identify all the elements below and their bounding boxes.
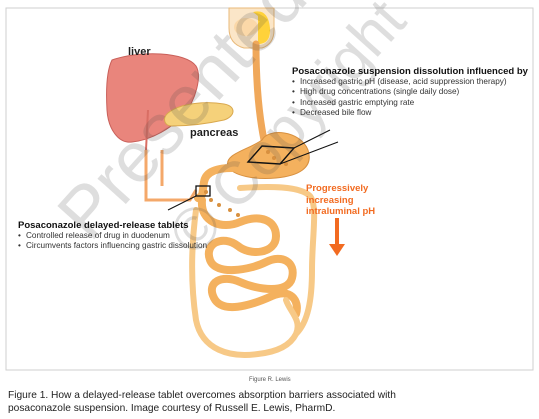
list-item: Controlled release of drug in duodenum bbox=[18, 231, 208, 241]
list-item: Increased gastric pH (disease, acid supp… bbox=[292, 77, 532, 87]
suspension-heading: Posaconazole suspension dissolution infl… bbox=[292, 66, 532, 77]
pancreas-label: pancreas bbox=[190, 127, 238, 139]
ph-note: Progressively increasing intraluminal pH bbox=[306, 183, 416, 218]
figure-credit: Figure R. Lewis bbox=[249, 377, 291, 383]
list-item: Increased gastric emptying rate bbox=[292, 98, 532, 108]
figure-caption: Figure 1. How a delayed-release tablet o… bbox=[8, 390, 536, 415]
tablet-list: Controlled release of drug in duodenum C… bbox=[18, 231, 208, 252]
liver-label: liver bbox=[128, 46, 151, 58]
tablet-heading: Posaconazole delayed-release tablets bbox=[18, 220, 208, 231]
tablet-text-box: Posaconazole delayed-release tablets Con… bbox=[18, 220, 208, 252]
caption-line: Figure 1. How a delayed-release tablet o… bbox=[8, 390, 536, 403]
ph-note-line: Progressively bbox=[306, 183, 416, 195]
list-item: Circumvents factors influencing gastric … bbox=[18, 241, 208, 251]
list-item: Decreased bile flow bbox=[292, 108, 532, 118]
down-arrow-icon bbox=[329, 218, 345, 256]
ph-note-line: increasing bbox=[306, 195, 416, 207]
suspension-list: Increased gastric pH (disease, acid supp… bbox=[292, 77, 532, 119]
list-item: High drug concentrations (single daily d… bbox=[292, 87, 532, 97]
suspension-text-box: Posaconazole suspension dissolution infl… bbox=[292, 66, 532, 119]
caption-line: posaconazole suspension. Image courtesy … bbox=[8, 403, 536, 416]
ph-note-line: intraluminal pH bbox=[306, 206, 416, 218]
